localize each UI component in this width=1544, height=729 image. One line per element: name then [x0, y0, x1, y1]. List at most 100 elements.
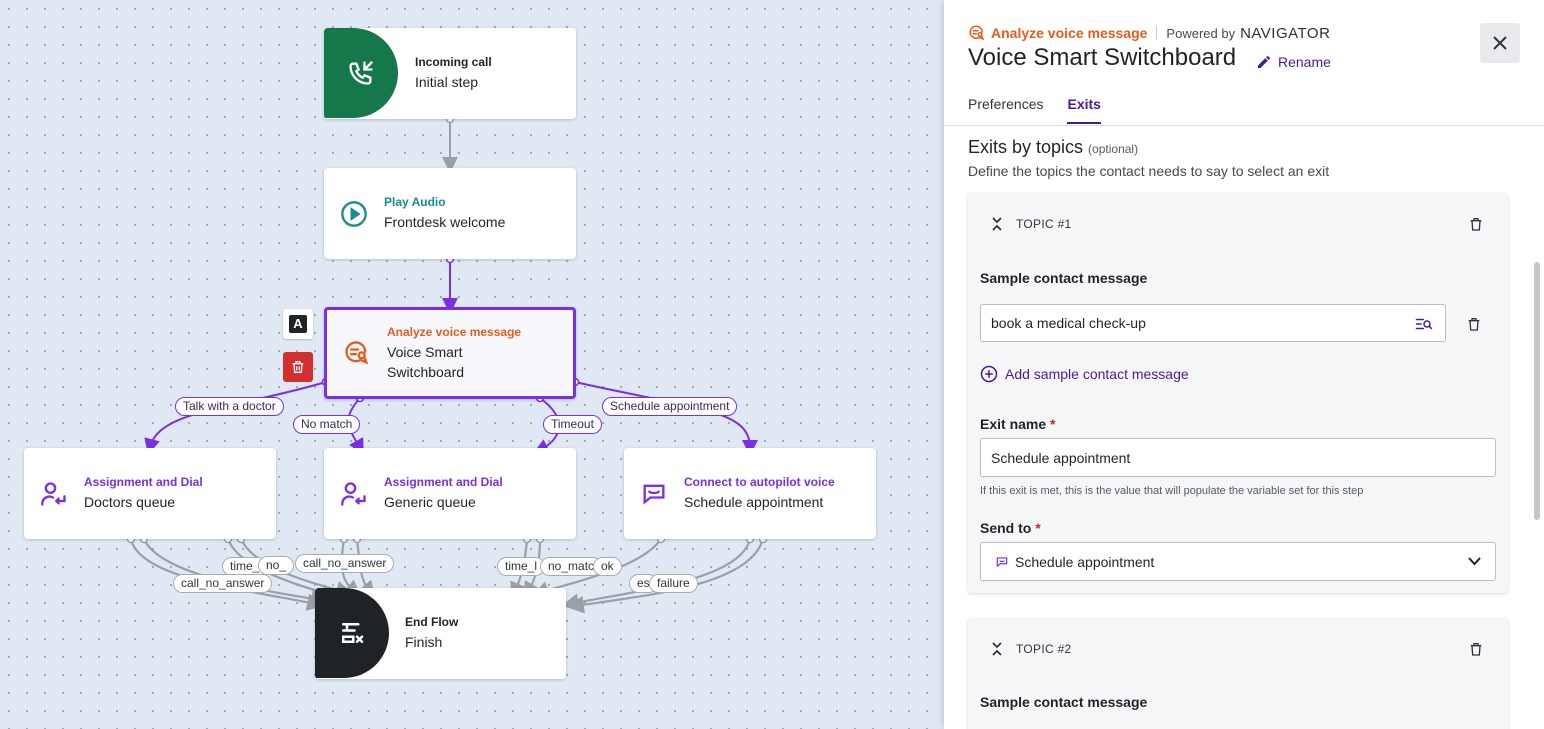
node-kind: Assignment and Dial [84, 475, 203, 489]
section-title: Exits by topics [968, 137, 1084, 157]
exit-name-label: Exit name * [980, 416, 1056, 432]
topic-label: TOPIC #2 [1016, 642, 1072, 656]
exit-name-input[interactable]: Schedule appointment [980, 438, 1496, 477]
topic-header[interactable]: TOPIC #2 [992, 642, 1072, 656]
edge-label-no-match-2[interactable]: no_matc [540, 557, 603, 576]
agent-dial-icon [24, 480, 84, 508]
edge-label-call-no-answer-2[interactable]: call_no_answer [295, 554, 395, 573]
text-tool-button[interactable]: A [283, 309, 313, 339]
analyze-voice-icon [327, 339, 387, 367]
topic-header[interactable]: TOPIC #1 [992, 217, 1072, 231]
edge-label-ok[interactable]: ok [593, 557, 622, 576]
node-name: Generic queue [384, 494, 476, 510]
autopilot-chat-icon [624, 480, 684, 508]
node-name: Initial step [415, 74, 479, 90]
delete-sample-button[interactable] [1466, 315, 1482, 338]
close-icon [1493, 36, 1507, 50]
panel-breadcrumb: Analyze voice message Powered by NAVIGAT… [968, 24, 1330, 42]
collapse-icon [992, 642, 1002, 656]
text-tool-icon: A [289, 315, 307, 333]
divider [1156, 26, 1158, 40]
edge-label-failure[interactable]: failure [649, 574, 698, 593]
node-name: Finish [405, 634, 443, 650]
plus-circle-icon [980, 365, 998, 383]
step-settings-panel: Analyze voice message Powered by NAVIGAT… [944, 0, 1544, 729]
brand-logo: NAVIGATOR [1240, 24, 1331, 42]
section-header: Exits by topics (optional) [968, 137, 1138, 158]
agent-dial-icon [324, 480, 384, 508]
sample-message-label: Sample contact message [980, 270, 1148, 286]
delete-node-button[interactable] [283, 352, 313, 382]
exit-name-value: Schedule appointment [991, 449, 1131, 466]
semantic-search-icon [1415, 318, 1433, 330]
rename-button[interactable]: Rename [1256, 54, 1331, 70]
rename-label: Rename [1278, 54, 1331, 70]
add-sample-message-button[interactable]: Add sample contact message [980, 365, 1189, 383]
chevron-down-icon [1468, 557, 1481, 566]
section-optional: (optional) [1088, 142, 1139, 156]
edge-label-no-match[interactable]: No match [293, 415, 361, 434]
flow-canvas[interactable]: Incoming call Initial step Play Audio Fr… [0, 0, 944, 729]
tab-preferences[interactable]: Preferences [968, 96, 1044, 112]
node-doctors-queue[interactable]: Assignment and Dial Doctors queue [24, 448, 276, 539]
topic-card: TOPIC #2 Sample contact message [968, 618, 1508, 729]
edge-label-schedule[interactable]: Schedule appointment [602, 397, 738, 416]
send-to-select[interactable]: Schedule appointment [980, 542, 1496, 581]
panel-tabs: Preferences Exits [968, 96, 1125, 124]
node-play-audio[interactable]: Play Audio Frontdesk welcome [324, 168, 576, 259]
node-autopilot-voice[interactable]: Connect to autopilot voice Schedule appo… [624, 448, 876, 539]
play-circle-icon [324, 200, 384, 228]
node-kind: Incoming call [415, 55, 492, 69]
node-analyze-voice[interactable]: Analyze voice message Voice Smart Switch… [324, 307, 576, 399]
node-name-line1: Voice Smart [387, 343, 463, 360]
topic-card: TOPIC #1 Sample contact message book a m… [968, 193, 1508, 593]
edge-label-call-no-answer-1[interactable]: call_no_answer [173, 574, 273, 593]
edge-label-no-1[interactable]: no_ [258, 556, 295, 575]
sample-message-label: Sample contact message [980, 694, 1148, 710]
close-panel-button[interactable] [1480, 23, 1520, 63]
node-name: Frontdesk welcome [384, 214, 506, 230]
node-incoming-call[interactable]: Incoming call Initial step [324, 28, 576, 119]
node-generic-queue[interactable]: Assignment and Dial Generic queue [324, 448, 576, 539]
node-name-line2: Switchboard [387, 363, 465, 380]
edge-label-talk-doctor[interactable]: Talk with a doctor [175, 397, 284, 416]
phone-incoming-icon [324, 28, 398, 118]
send-to-label: Send to * [980, 520, 1041, 536]
delete-topic-button[interactable] [1468, 215, 1484, 238]
tab-exits[interactable]: Exits [1067, 96, 1101, 124]
sample-message-value: book a medical check-up [991, 315, 1146, 331]
exit-name-hint: If this exit is met, this is the value t… [980, 485, 1364, 497]
trash-icon [1468, 318, 1480, 331]
section-description: Define the topics the contact needs to s… [968, 163, 1330, 179]
node-name: Doctors queue [84, 494, 176, 510]
node-kind: End Flow [405, 615, 459, 629]
node-name: Schedule appointment [684, 494, 824, 510]
node-kind: Analyze voice message [387, 324, 522, 339]
node-type-label: Analyze voice message [991, 25, 1148, 41]
required-mark: * [1035, 520, 1041, 536]
trash-icon [1470, 643, 1482, 656]
edge-label-time-1[interactable]: time_ [222, 557, 268, 576]
topic-label: TOPIC #1 [1016, 217, 1072, 231]
trash-icon [1470, 218, 1482, 231]
node-kind: Play Audio [384, 195, 446, 209]
autopilot-chat-icon [996, 556, 1008, 567]
edge-label-timeout[interactable]: Timeout [543, 415, 602, 434]
panel-scrollbar[interactable] [1534, 262, 1540, 520]
trash-icon [292, 361, 304, 373]
add-sample-label: Add sample contact message [1005, 366, 1189, 382]
node-kind: Assignment and Dial [384, 475, 503, 489]
end-flow-icon [315, 588, 389, 678]
pencil-icon [1258, 56, 1270, 68]
tabs-divider [944, 125, 1544, 126]
send-to-value: Schedule appointment [1015, 553, 1155, 570]
sample-message-input[interactable]: book a medical check-up [980, 304, 1446, 342]
collapse-icon [992, 217, 1002, 231]
analyze-voice-icon [969, 25, 985, 41]
required-mark: * [1050, 416, 1056, 432]
node-kind: Connect to autopilot voice [684, 475, 835, 489]
node-end-flow[interactable]: End Flow Finish [315, 588, 566, 679]
delete-topic-button[interactable] [1468, 640, 1484, 663]
panel-title: Voice Smart Switchboard [968, 44, 1237, 71]
edge-label-time-2[interactable]: time_l [497, 557, 546, 576]
